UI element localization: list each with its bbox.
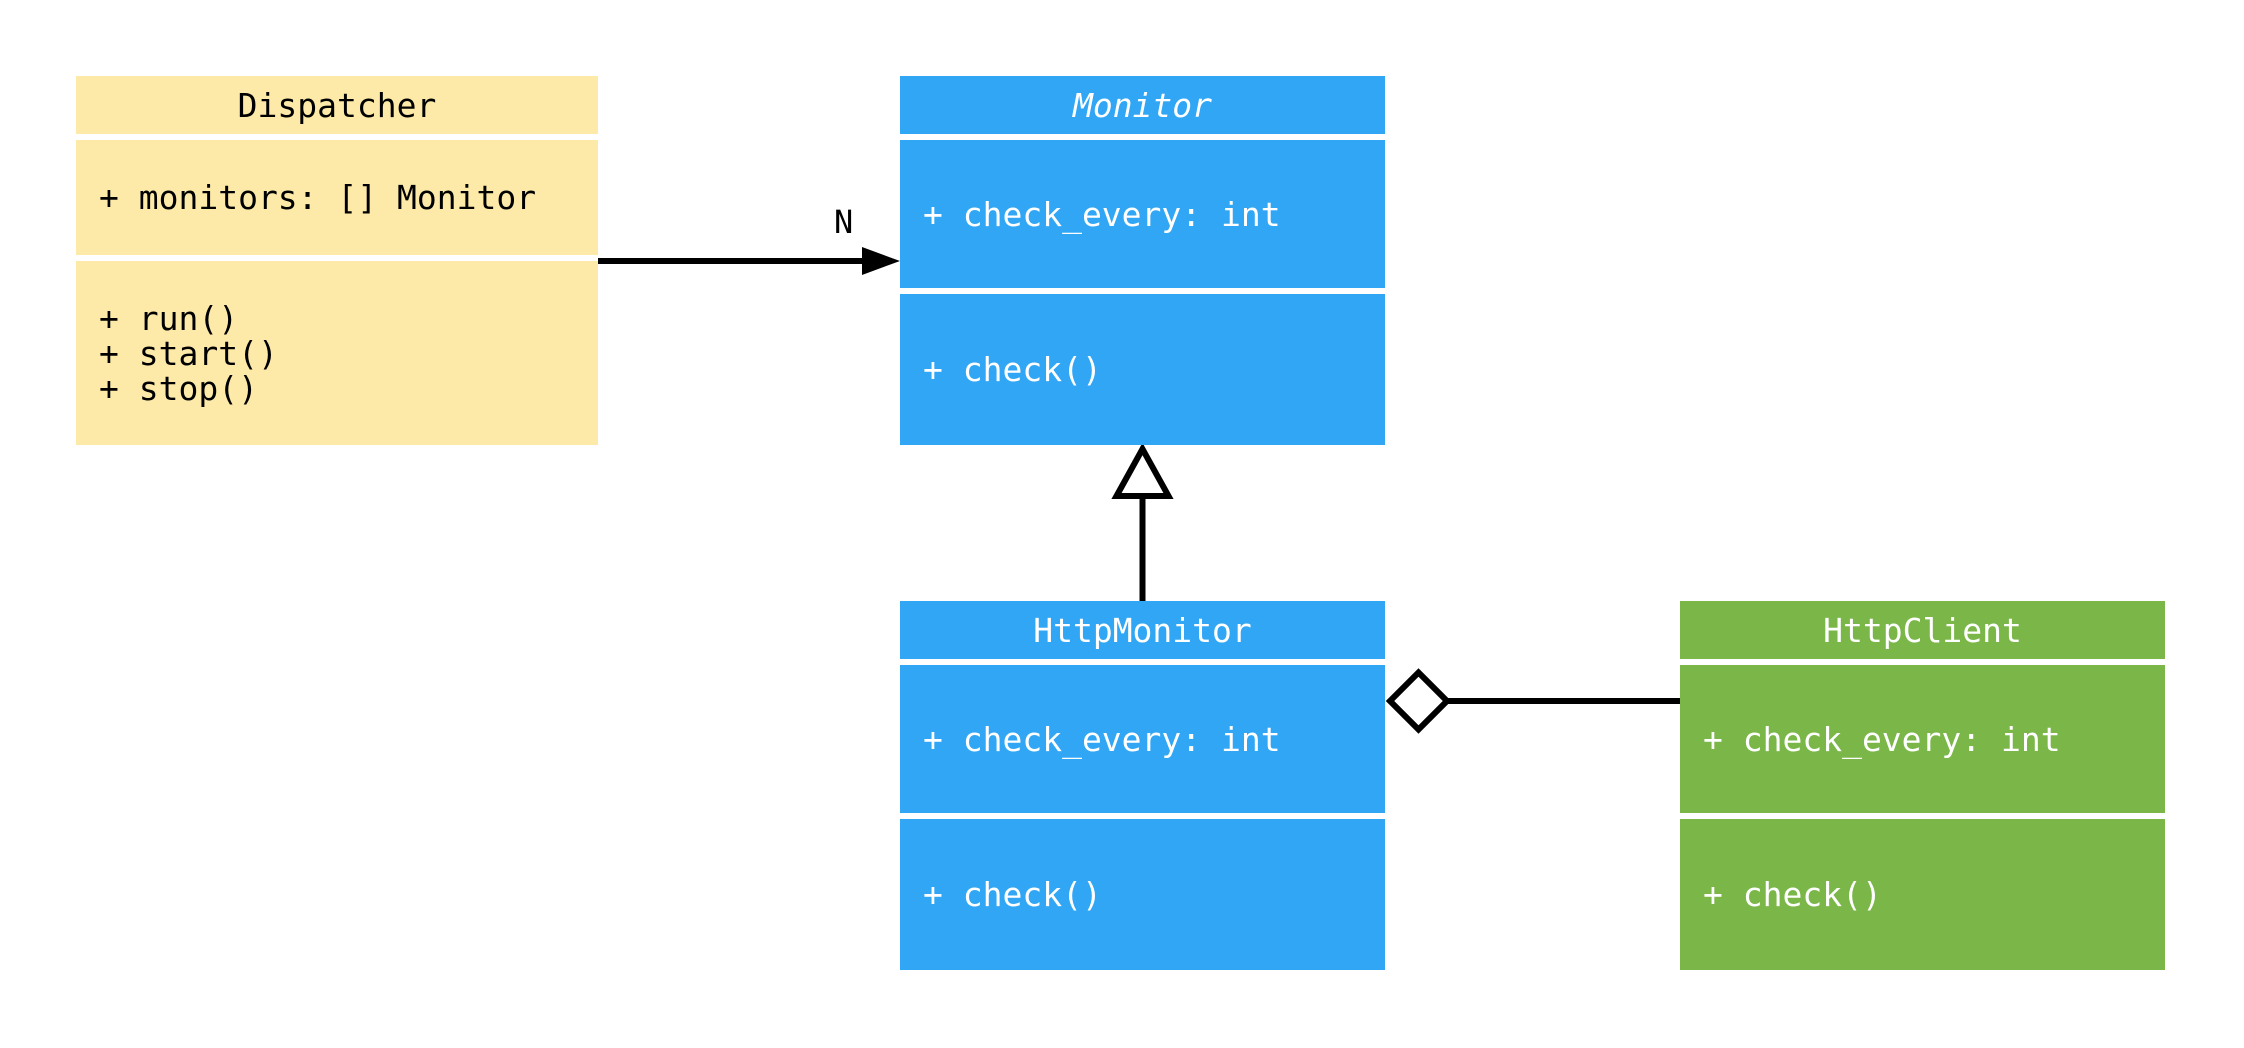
class-monitor-methods-section: + check() [900, 294, 1385, 445]
generalization-httpmonitor-monitor [1111, 442, 1174, 601]
association-dispatcher-monitor [598, 247, 900, 275]
attribute-line: + check_every: int [923, 194, 1281, 234]
class-http-monitor-methods-section: + check() [900, 819, 1385, 970]
method-line: + start() [99, 333, 278, 373]
aggregation-httpmonitor-httpclient [1385, 668, 1680, 734]
method-line: + run() [99, 298, 239, 338]
class-http-monitor: HttpMonitor + check_every: int + check() [900, 601, 1385, 970]
class-http-monitor-title: HttpMonitor [900, 601, 1385, 659]
association-arrowhead-icon [862, 247, 900, 275]
class-monitor-title: Monitor [900, 76, 1385, 134]
aggregation-diamond-icon [1385, 668, 1452, 734]
method-line: + check() [923, 350, 1102, 389]
class-monitor-attributes-section: + check_every: int [900, 140, 1385, 288]
class-dispatcher: Dispatcher + monitors: [] Monitor + run(… [76, 76, 598, 445]
method-line: + check() [923, 875, 1102, 914]
method-line: + check() [1703, 875, 1882, 914]
attribute-line: + monitors: [] Monitor [99, 178, 537, 217]
method-line: + stop() [99, 368, 258, 408]
attribute-line: + check_every: int [923, 719, 1281, 759]
association-multiplicity-label: N [834, 203, 854, 241]
class-http-client-title: HttpClient [1680, 601, 2165, 659]
class-http-monitor-attributes-section: + check_every: int [900, 665, 1385, 813]
class-http-client: HttpClient + check_every: int + check() [1680, 601, 2165, 970]
class-dispatcher-title: Dispatcher [76, 76, 598, 134]
class-dispatcher-attributes-section: + monitors: [] Monitor [76, 140, 598, 255]
class-http-client-attributes-section: + check_every: int [1680, 665, 2165, 813]
class-dispatcher-methods-section: + run() + start() + stop() [76, 261, 598, 445]
class-http-client-methods-section: + check() [1680, 819, 2165, 970]
generalization-triangle-icon [1111, 442, 1174, 499]
attribute-line: + check_every: int [1703, 719, 2061, 759]
class-monitor: Monitor + check_every: int + check() [900, 76, 1385, 445]
